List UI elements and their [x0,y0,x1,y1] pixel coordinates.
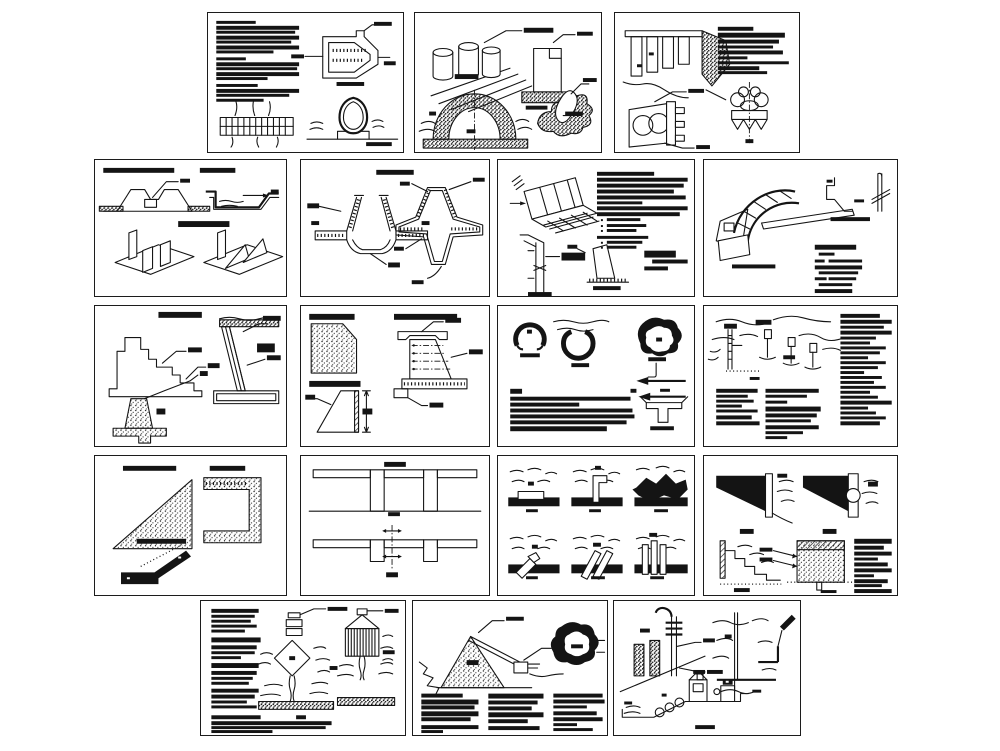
inlet-grate-drawing [219,99,294,148]
small-wall-sections [826,172,891,222]
pipe-layout-drawing [712,612,796,695]
angle-structure-drawing [203,477,262,544]
reinforced-channel-section-a [307,194,430,268]
cantilever-wall-drawing [213,315,281,405]
notes-column-3 [553,693,605,732]
well-diagram-derrick [258,606,348,710]
title-bar [309,380,361,387]
intake-plan-drawing [550,622,606,666]
notes-text-block [814,244,863,294]
well-diagram-tank [336,608,399,706]
lined-channel-section-drawing [205,189,280,210]
sheet-r4p4 [703,455,898,596]
clover-outlet-section-drawing [730,82,769,144]
crossing-vignette-2 [571,465,623,513]
portal-detail-drawing [630,362,689,431]
sheet-r4p1 [94,455,287,596]
twin-barrel-culvert-drawing [628,88,710,150]
sheet-r2p4 [703,159,898,297]
sheet-r3p3 [497,305,695,447]
pier-on-footing-drawing [521,31,593,110]
tunnel-section-irregular [637,317,682,362]
sheet-r4p3 [497,455,695,596]
paragraph-text-block [765,388,821,440]
masonry-arch-drawing [418,74,533,151]
sheet-r3p2 [300,305,490,447]
column-text-block [840,313,892,426]
crossing-vignette-4 [508,534,560,580]
crossing-vignette-3 [632,465,688,513]
notes-text-block [510,388,635,432]
list-text-block [716,388,760,426]
gabion-cylinders-drawing [430,27,554,113]
iso-counterfort-wall-a [114,229,195,275]
pump-station-section-drawing [621,669,749,730]
sheet-r2p1 [94,159,287,297]
sheet-r3p4 [703,305,898,447]
sheet-r4p2 [300,455,490,596]
earth-dam-section-drawing [418,616,570,697]
title-bar [158,311,202,318]
gravity-dam-triangle-drawing [112,479,193,550]
tunnel-section-circular [513,322,547,358]
sheet-r1p2 [414,12,602,153]
terrain-wells-sketch [707,315,845,380]
notes-text-block [854,538,892,594]
stepped-spillway-drawing [719,540,782,593]
reinforced-tee-wall-drawing [393,317,483,408]
notes-text-block [596,171,688,249]
buttressed-headwall-drawing [622,30,731,101]
pier-deck-section-b [312,525,478,578]
bottom-notes-block [211,715,332,734]
sheet-r3p1 [94,305,287,447]
egg-section-drawing [306,96,399,147]
crossing-vignette-6 [634,532,688,580]
sheet-r5p1 [200,600,406,736]
title-bar [309,313,355,320]
sheet-r2p3 [497,159,695,297]
reinforced-channel-section-b [394,177,485,285]
curved-chute-iso-drawing [715,189,855,269]
note-box [644,250,688,271]
sheet-r1p1 [207,12,404,153]
headwall-plan-drawing [291,21,396,86]
gravity-wall-drawing [112,371,208,444]
trapezoid-channel-drawing [98,178,211,212]
title-bar [376,169,414,175]
iso-counterfort-wall-b [203,229,284,275]
left-notes-column [211,608,261,709]
outlet-works-drawing [537,78,597,137]
sheet-r5p3 [613,600,801,736]
sheet-r1p3 [614,12,800,153]
center-label [296,715,306,720]
embankment-wall-vignette-b [802,473,879,534]
iso-reinforced-wall-drawing [509,175,600,234]
notes-column-1 [421,693,479,734]
crossing-vignette-1 [508,467,560,513]
masonry-block-drawing [310,323,358,374]
notes-column-2 [488,693,544,731]
title-bar [122,465,177,471]
title-bar [384,461,406,467]
wall-section-two [567,244,630,291]
tunnel-section-horseshoe [553,319,610,368]
spec-text-block [216,20,300,102]
notes-text-block [717,26,789,75]
sheet-r2p2 [300,159,490,297]
trapezoid-dim-wall-drawing [305,390,373,433]
stepped-profile-drawing [108,337,220,398]
title-bar [199,167,236,173]
anchor-block-drawing [759,540,853,594]
title-bar [178,221,230,228]
title-bar [103,167,175,173]
sheet-r5p2 [412,600,608,736]
title-bar [209,465,246,471]
wall-section-one [519,234,586,296]
crossing-vignette-5 [571,534,623,580]
title-bar [394,313,458,320]
embankment-wall-vignette-a [716,473,795,534]
pier-deck-section-a [308,469,482,517]
apron-band-drawing [121,538,191,585]
